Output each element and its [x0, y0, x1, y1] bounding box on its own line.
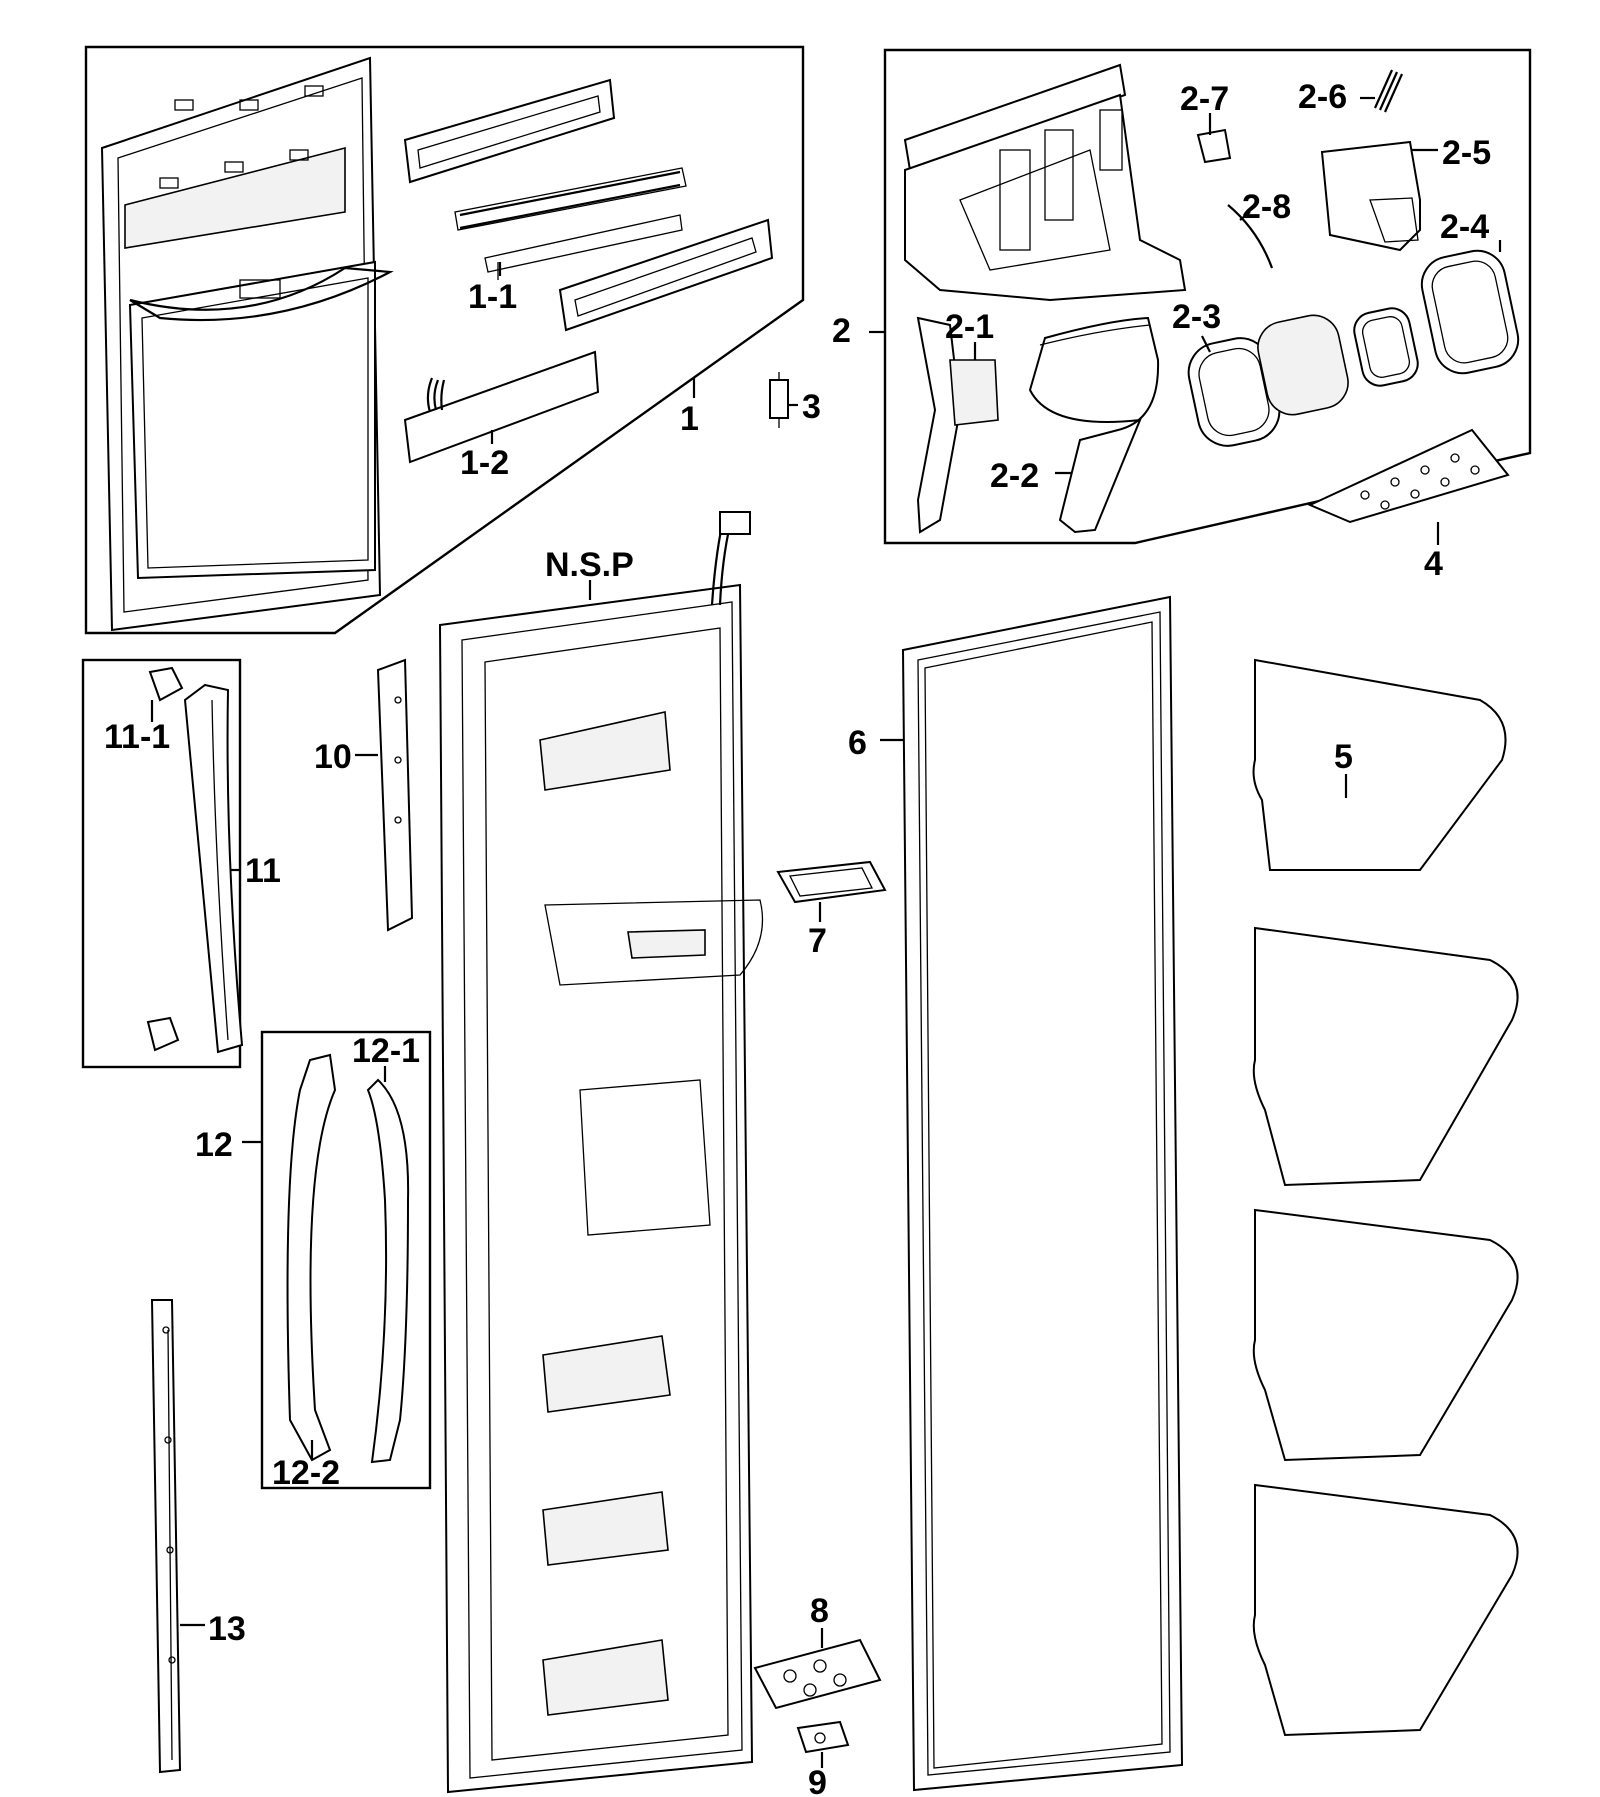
part-13-door-trim	[150, 1299, 182, 1774]
label-11-1: 11-1	[104, 718, 170, 756]
part-5-door-bins	[1252, 658, 1519, 1737]
label-3: 3	[802, 388, 821, 426]
label-12-1: 12-1	[352, 1032, 420, 1070]
leader-lines	[150, 96, 1502, 1768]
part-1-2-display-board	[403, 350, 600, 464]
label-2-4: 2-4	[1440, 208, 1489, 246]
part-2-7-stopper	[1196, 128, 1232, 164]
part-7-funnel	[776, 860, 887, 904]
label-12-2: 12-2	[272, 1454, 340, 1492]
part-labels: 1 1-1 1-2 2 2-1 2-2 2-3 2-4 2-5 2-6 2-7 …	[104, 78, 1491, 1797]
part-2-8-wire	[1227, 204, 1274, 269]
label-nsp: N.S.P	[545, 546, 634, 584]
label-2-7: 2-7	[1180, 80, 1229, 118]
label-2-2: 2-2	[990, 457, 1039, 495]
label-2-1: 2-1	[945, 308, 994, 346]
part-1-1-control-board	[403, 78, 774, 332]
label-11: 11	[245, 852, 281, 890]
label-2-3: 2-3	[1172, 298, 1221, 336]
label-1-2: 1-2	[460, 444, 509, 482]
part-2-2-chute-lever	[1028, 316, 1160, 534]
group-1-frame	[84, 45, 805, 635]
label-2-8: 2-8	[1242, 188, 1291, 226]
part-2-5-solenoid	[1320, 140, 1421, 252]
label-1: 1	[680, 400, 699, 438]
part-3-switch	[769, 372, 789, 428]
label-2: 2	[832, 312, 851, 350]
part-2-6-spring	[1373, 69, 1404, 113]
part-2-3-gaskets	[1187, 307, 1419, 447]
part-2-1-lever-arm	[916, 316, 999, 534]
label-5: 5	[1334, 738, 1353, 776]
part-2-lever-housing	[903, 63, 1187, 302]
label-7: 7	[808, 922, 827, 960]
label-2-6: 2-6	[1298, 78, 1347, 116]
label-1-1: 1-1	[468, 278, 517, 316]
label-6: 6	[848, 724, 867, 762]
part-10-hinge-cover	[376, 658, 414, 932]
group-12-frame	[260, 1030, 432, 1490]
group-11-frame	[81, 658, 244, 1069]
door-liner-nsp	[438, 511, 764, 1794]
label-13: 13	[208, 1610, 246, 1648]
label-8: 8	[810, 1592, 829, 1630]
part-8-hinge-plate	[753, 1638, 882, 1710]
part-4-drip-tray	[1307, 428, 1510, 524]
part-2-4-seal	[1420, 249, 1520, 375]
part-9-hinge-pin	[796, 1720, 850, 1754]
label-4: 4	[1424, 545, 1443, 583]
label-9: 9	[808, 1764, 827, 1797]
label-12: 12	[195, 1126, 233, 1164]
part-1-dispenser-cover	[100, 56, 394, 632]
label-2-5: 2-5	[1442, 134, 1491, 172]
label-10: 10	[314, 738, 352, 776]
part-6-door-gasket	[901, 595, 1184, 1792]
